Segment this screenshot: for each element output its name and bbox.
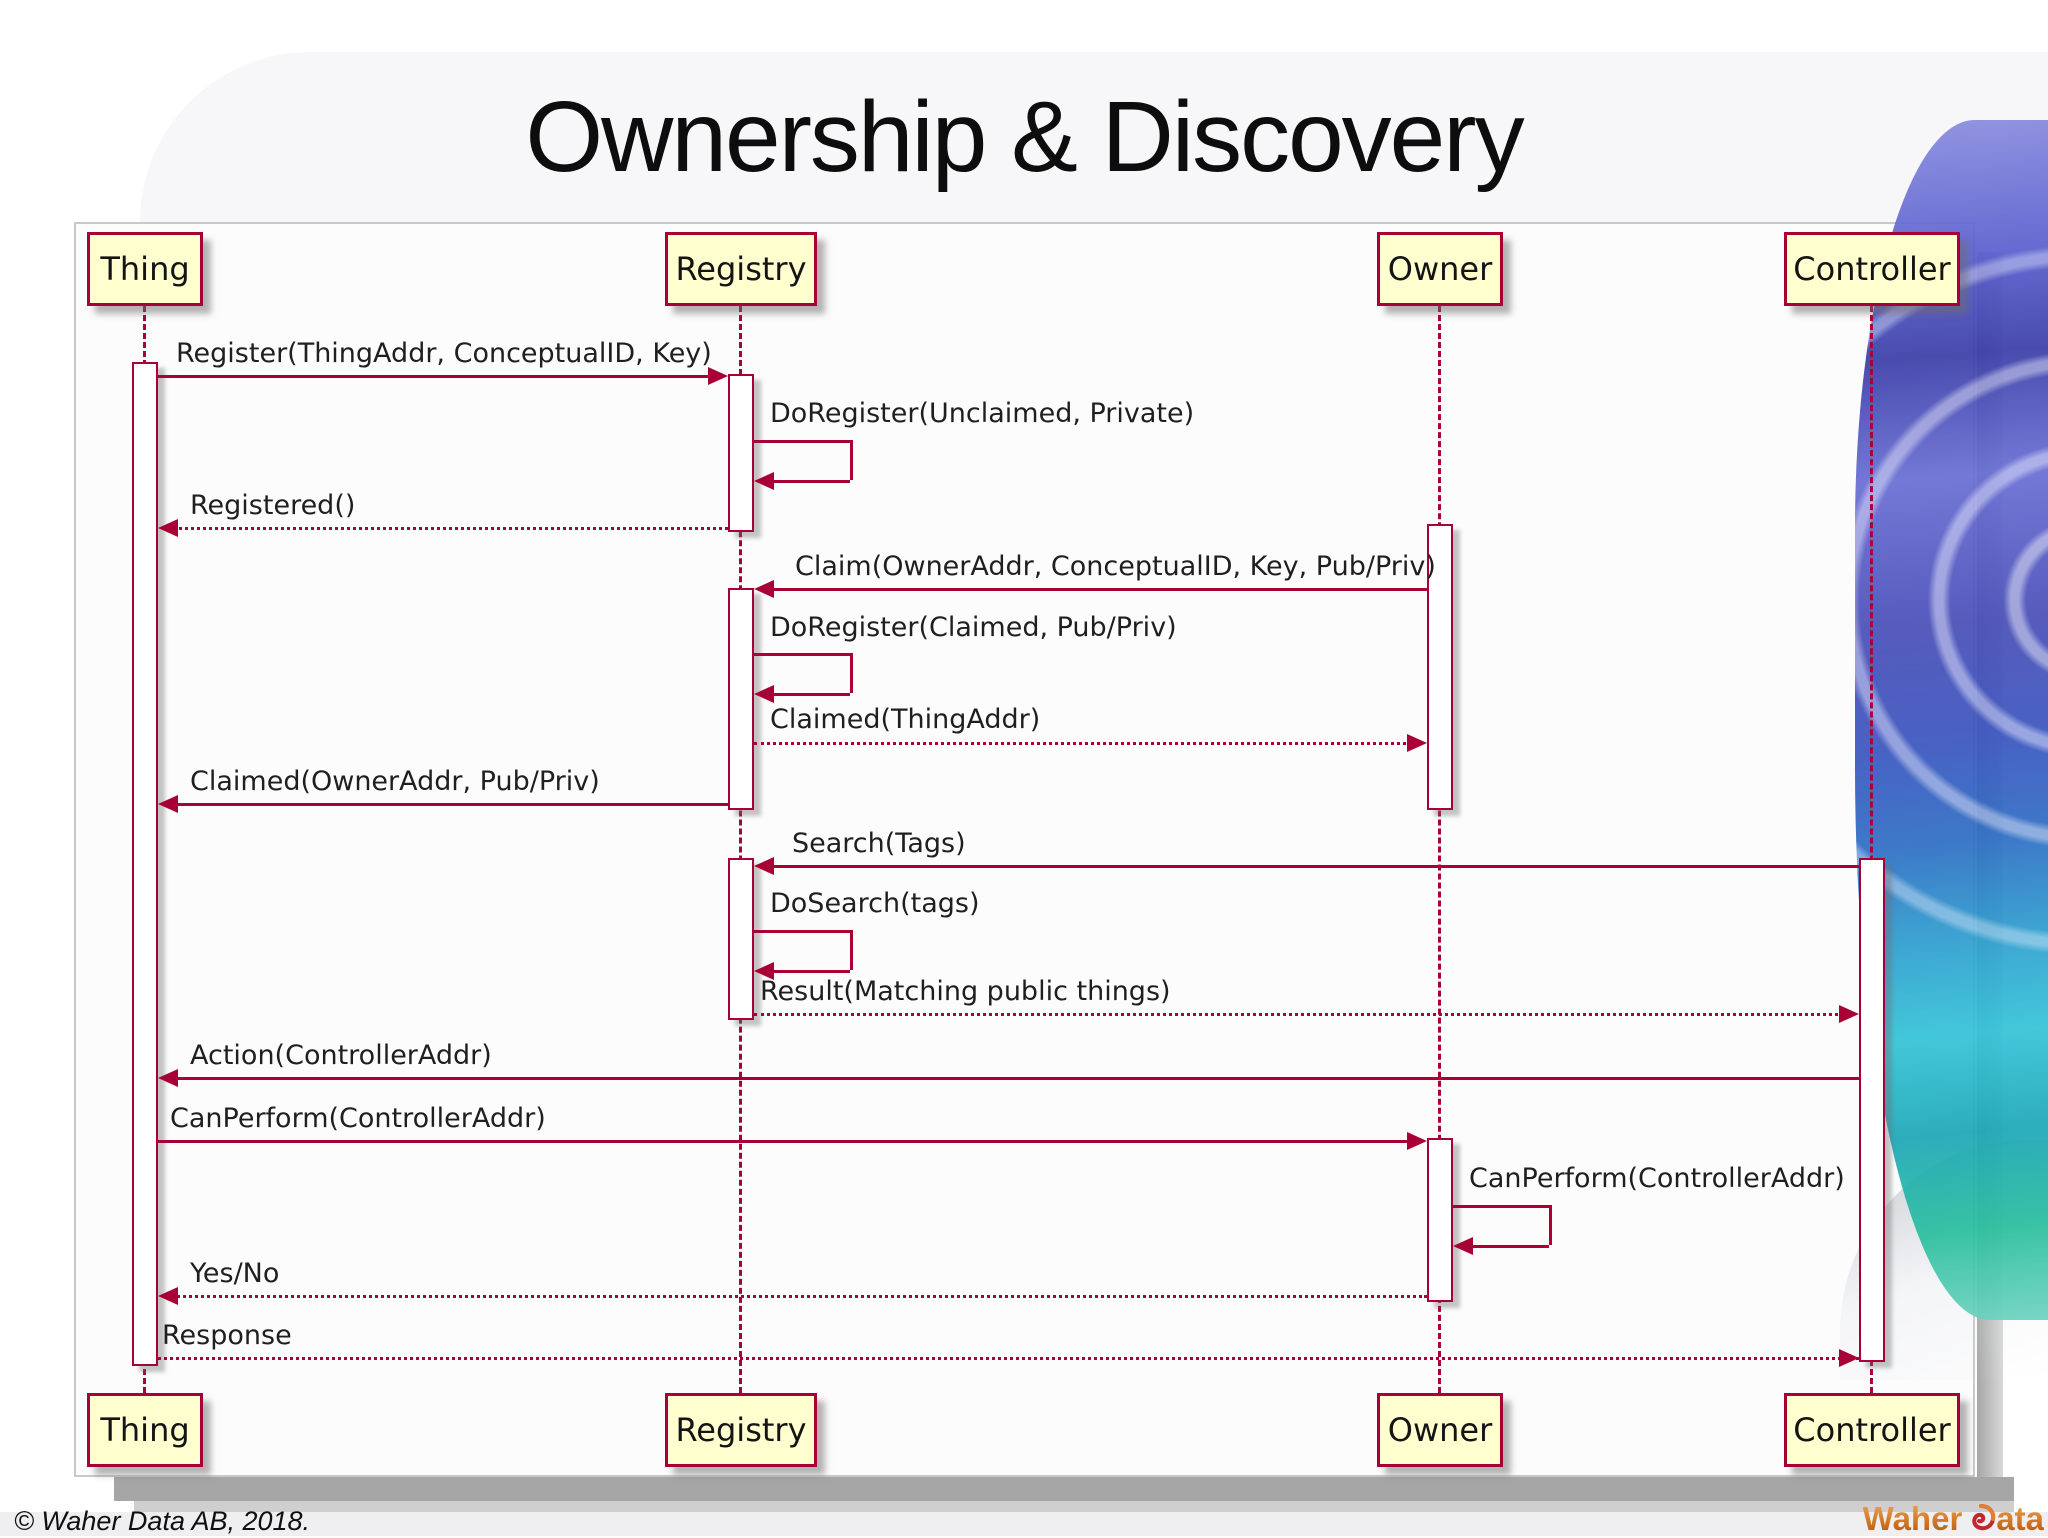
- message-arrow: [172, 1295, 1427, 1298]
- activation-owner-2: [1427, 1138, 1453, 1302]
- activation-registry-3: [728, 858, 754, 1020]
- message-arrow: [158, 1357, 1859, 1360]
- lifeline-registry: [739, 306, 742, 1393]
- self-message-line: [850, 653, 853, 693]
- arrowhead-icon: [1839, 1349, 1859, 1367]
- self-message-line: [1453, 1205, 1549, 1208]
- actor-box-owner-bottom: Owner: [1377, 1393, 1503, 1467]
- message-arrow: [158, 375, 714, 378]
- lifeline-owner: [1438, 306, 1441, 1393]
- arrowhead-icon: [158, 795, 178, 813]
- footer-band: [0, 1512, 2048, 1536]
- self-message-line: [754, 440, 850, 443]
- self-message-line: [850, 440, 853, 480]
- arrowhead-icon: [754, 962, 774, 980]
- message-label: Claimed(OwnerAddr, Pub/Priv): [190, 766, 600, 797]
- message-label: DoSearch(tags): [770, 888, 980, 919]
- self-message-line: [754, 930, 850, 933]
- logo-text-ata: ata: [1996, 1500, 2044, 1537]
- arrowhead-icon: [158, 1069, 178, 1087]
- message-arrow: [768, 588, 1427, 591]
- background-swirl-graphic: [1855, 120, 2048, 1320]
- message-label: Result(Matching public things): [760, 976, 1171, 1007]
- actor-box-controller-top: Controller: [1784, 232, 1960, 306]
- message-arrow: [754, 1013, 1845, 1016]
- self-message-line: [1471, 1245, 1549, 1248]
- message-label: Registered(): [190, 490, 356, 521]
- self-message-line: [1549, 1205, 1552, 1245]
- activation-registry-1: [728, 374, 754, 532]
- arrowhead-icon: [158, 1287, 178, 1305]
- waher-data-logo: Waher ata: [1863, 1500, 2044, 1538]
- panel-shadow-soft: [134, 1501, 2014, 1512]
- arrowhead-icon: [1453, 1237, 1473, 1255]
- message-label: Action(ControllerAddr): [190, 1040, 492, 1071]
- message-label: DoRegister(Claimed, Pub/Priv): [770, 612, 1177, 643]
- title-background-band: [140, 52, 2048, 224]
- actor-label: Owner: [1387, 1411, 1493, 1449]
- activation-registry-2: [728, 588, 754, 810]
- message-label: Yes/No: [190, 1258, 280, 1289]
- actor-label: Thing: [100, 1411, 190, 1449]
- actor-label: Registry: [675, 1411, 807, 1449]
- message-label: Claimed(ThingAddr): [770, 704, 1041, 735]
- message-arrow: [172, 1077, 1859, 1080]
- message-label: Response: [162, 1320, 292, 1351]
- message-label: Register(ThingAddr, ConceptualID, Key): [176, 338, 712, 369]
- message-label: CanPerform(ControllerAddr): [1469, 1163, 1845, 1194]
- arrowhead-icon: [754, 580, 774, 598]
- message-arrow: [172, 803, 728, 806]
- message-label: Search(Tags): [792, 828, 966, 859]
- actor-box-thing-bottom: Thing: [87, 1393, 203, 1467]
- message-label: DoRegister(Unclaimed, Private): [770, 398, 1195, 429]
- actor-box-registry-top: Registry: [665, 232, 817, 306]
- self-message-line: [772, 480, 850, 483]
- arrowhead-icon: [1839, 1005, 1859, 1023]
- message-arrow: [172, 527, 728, 530]
- actor-label: Thing: [100, 250, 190, 288]
- arrowhead-icon: [708, 367, 728, 385]
- actor-label: Owner: [1387, 250, 1493, 288]
- diagram-panel: [74, 222, 1975, 1477]
- message-label: Claim(OwnerAddr, ConceptualID, Key, Pub/…: [795, 551, 1436, 582]
- page-title: Ownership & Discovery: [525, 81, 1524, 193]
- self-message-line: [772, 693, 850, 696]
- activation-controller: [1859, 858, 1885, 1362]
- panel-shadow: [114, 1477, 2014, 1501]
- message-arrow: [754, 742, 1413, 745]
- spiral-icon: [1972, 1504, 1996, 1531]
- actor-label: Controller: [1793, 250, 1951, 288]
- arrowhead-icon: [158, 519, 178, 537]
- actor-label: Controller: [1793, 1411, 1951, 1449]
- lifeline-controller: [1870, 306, 1873, 1393]
- activation-owner-1: [1427, 524, 1453, 810]
- arrowhead-icon: [754, 685, 774, 703]
- logo-text-waher: Waher: [1862, 1500, 1963, 1537]
- message-arrow: [158, 1140, 1413, 1143]
- message-label: CanPerform(ControllerAddr): [170, 1103, 546, 1134]
- self-message-line: [850, 930, 853, 970]
- arrowhead-icon: [754, 472, 774, 490]
- self-message-line: [772, 970, 850, 973]
- actor-box-owner-top: Owner: [1377, 232, 1503, 306]
- message-arrow: [768, 865, 1859, 868]
- actor-label: Registry: [675, 250, 807, 288]
- arrowhead-icon: [754, 857, 774, 875]
- actor-box-controller-bottom: Controller: [1784, 1393, 1960, 1467]
- arrowhead-icon: [1407, 1132, 1427, 1150]
- actor-box-registry-bottom: Registry: [665, 1393, 817, 1467]
- self-message-line: [754, 653, 850, 656]
- footer-copyright: © Waher Data AB, 2018.: [14, 1506, 311, 1536]
- arrowhead-icon: [1407, 734, 1427, 752]
- activation-thing: [132, 362, 158, 1366]
- actor-box-thing-top: Thing: [87, 232, 203, 306]
